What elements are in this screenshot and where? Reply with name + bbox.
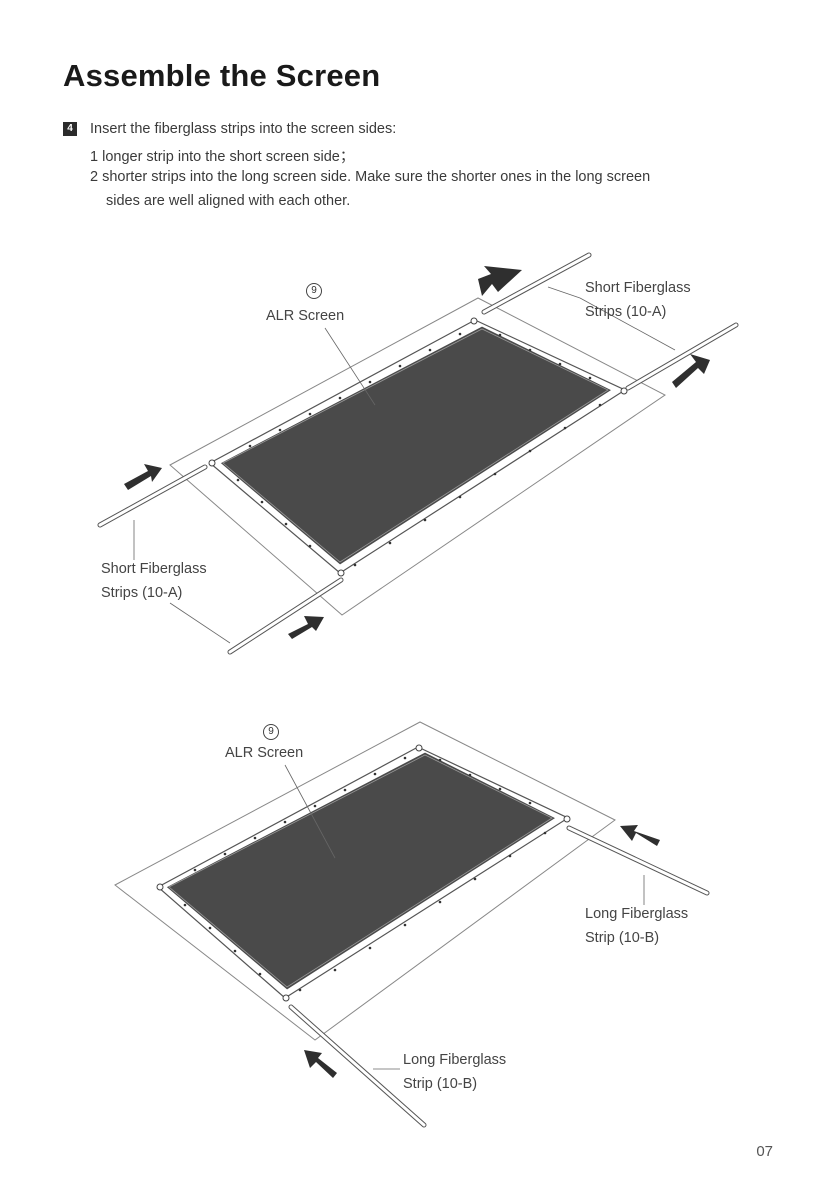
- step-line-1: 1 longer strip into the short screen sid…: [90, 149, 355, 165]
- long-strip-label-bottom-line1: Long Fiberglass: [403, 1052, 507, 1068]
- arrow-icon: [672, 354, 710, 388]
- top-strip-upper-right: [481, 252, 592, 315]
- short-strip-label-right-line2: Strips (10-A): [585, 304, 667, 320]
- step-line-2: 2 shorter strips into the long screen si…: [90, 169, 651, 185]
- long-strip-label-right-line2: Strip (10-B): [585, 930, 660, 946]
- page-number: 07: [756, 1143, 773, 1160]
- bottom-arrows: [304, 825, 660, 1078]
- bottom-strip-lower: [288, 1004, 427, 1128]
- arrow-icon: [288, 616, 324, 639]
- arrow-icon: [620, 825, 660, 846]
- top-grommets: [236, 332, 602, 567]
- callout-number-9: 9: [263, 724, 279, 740]
- long-strip-label-bottom-line2: Strip (10-B): [403, 1076, 478, 1092]
- bottom-outer-sheet: [114, 721, 616, 1041]
- alr-screen-label: ALR Screen: [225, 745, 304, 761]
- top-figure: [97, 252, 739, 655]
- top-outer-sheet: [169, 297, 666, 616]
- arrow-icon: [124, 464, 162, 490]
- alr-screen-label: ALR Screen: [266, 308, 345, 324]
- step-number-badge: 4: [63, 122, 77, 136]
- arrow-icon: [478, 266, 522, 296]
- bottom-grommets: [183, 756, 547, 992]
- callout-number-9: 9: [306, 283, 322, 299]
- short-strip-label-right-line1: Short Fiberglass: [585, 280, 691, 296]
- short-strip-label-left-line2: Strips (10-A): [101, 585, 183, 601]
- top-strip-lower-right: [625, 322, 739, 391]
- bottom-figure: [114, 721, 710, 1128]
- bottom-screen-surface: [165, 751, 558, 991]
- top-screen-surface: [219, 325, 614, 566]
- arrow-icon: [304, 1050, 337, 1078]
- top-strip-lower-left: [227, 577, 344, 655]
- top-strip-upper-left: [97, 464, 208, 528]
- step-intro: Insert the fiberglass strips into the sc…: [90, 121, 397, 137]
- long-strip-label-right-line1: Long Fiberglass: [585, 906, 689, 922]
- page-title: Assemble the Screen: [63, 58, 381, 93]
- bottom-strip-right: [566, 825, 710, 896]
- short-strip-label-left-line1: Short Fiberglass: [101, 561, 207, 577]
- step-line-2-continued: sides are well aligned with each other.: [106, 193, 351, 209]
- top-arrows: [124, 266, 710, 639]
